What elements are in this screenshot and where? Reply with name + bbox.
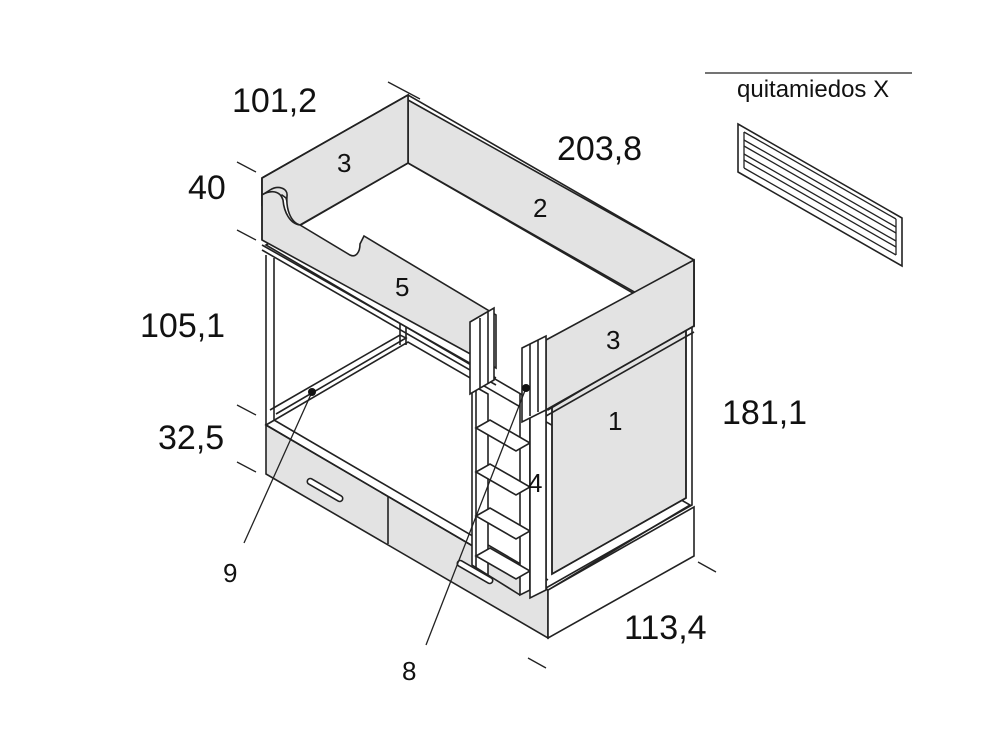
ladder-post-left	[469, 306, 495, 396]
part-label-5: 5	[395, 272, 410, 302]
dim-guard-height: 40	[188, 169, 226, 207]
dim-width-top: 101,2	[232, 82, 318, 120]
part-label-3-left: 3	[337, 148, 352, 178]
base-right-panel	[547, 505, 695, 640]
drawer-handle-left	[306, 477, 344, 503]
callout-dot-8	[522, 384, 530, 392]
dim-upper-height: 105,1	[140, 307, 226, 345]
ladder-post-right	[521, 334, 547, 424]
guard-rail-icon	[737, 122, 903, 268]
callout-dot-9	[308, 388, 316, 396]
legend-label: quitamiedos X	[737, 76, 890, 103]
front-guard-5	[261, 190, 497, 370]
part-label-1: 1	[608, 406, 623, 436]
callout-label-8: 8	[402, 656, 417, 686]
part-label-2: 2	[533, 193, 548, 223]
dim-width-bottom: 113,4	[624, 609, 707, 647]
callout-label-9: 9	[223, 558, 238, 588]
part-label-4: 4	[528, 468, 543, 498]
dim-lower-height: 32,5	[158, 419, 225, 457]
part-label-3-right: 3	[606, 325, 621, 355]
ladder-rail-left	[471, 383, 489, 577]
dim-length-top: 203,8	[557, 130, 643, 168]
dim-total-height: 181,1	[722, 394, 808, 432]
